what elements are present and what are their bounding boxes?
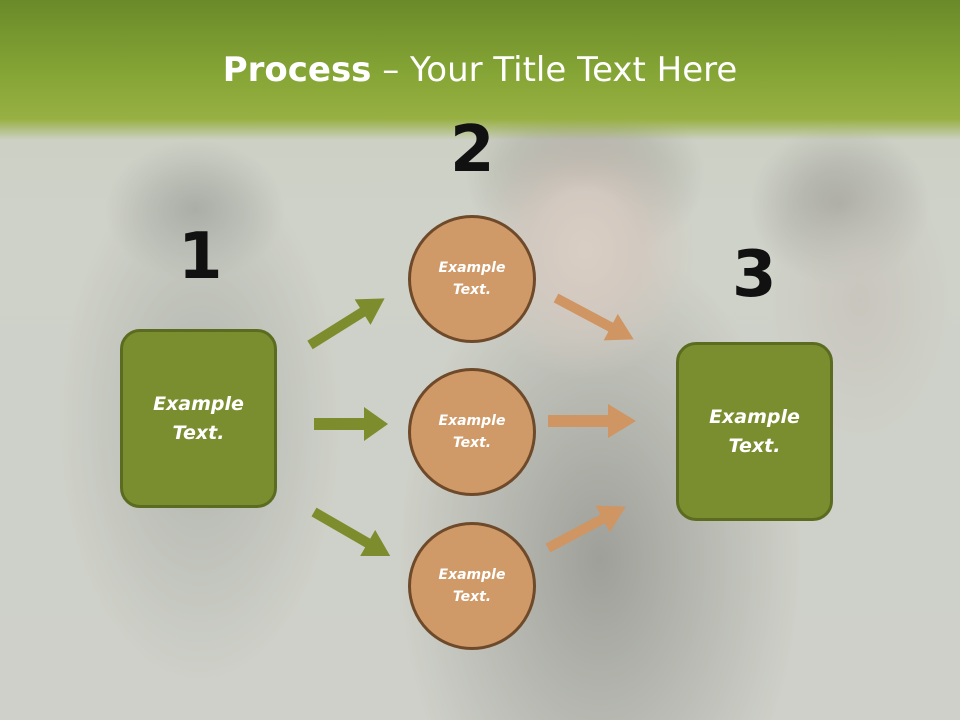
step-1-label: Example Text. bbox=[153, 393, 244, 444]
step-number-2: 2 bbox=[450, 113, 495, 187]
title-band bbox=[0, 0, 960, 140]
step-1-box: Example Text. bbox=[120, 329, 277, 508]
step-number-3: 3 bbox=[732, 238, 777, 312]
arrow-green-right bbox=[314, 407, 388, 441]
step-2-circle-bottom: Example Text. bbox=[408, 522, 536, 650]
arrow-orange-down bbox=[553, 293, 634, 341]
circle-top-label: Example Text. bbox=[438, 259, 506, 298]
step-number-1: 1 bbox=[178, 220, 223, 294]
circle-bottom-label: Example Text. bbox=[438, 566, 506, 605]
arrow-orange-up bbox=[545, 505, 626, 553]
arrow-orange-right bbox=[548, 404, 636, 438]
arrow-green-up bbox=[307, 298, 385, 350]
arrow-green-down bbox=[311, 507, 391, 556]
circle-middle-label: Example Text. bbox=[438, 412, 506, 451]
step-2-circle-middle: Example Text. bbox=[408, 368, 536, 496]
step-2-circle-top: Example Text. bbox=[408, 215, 536, 343]
title-rest: – Your Title Text Here bbox=[371, 50, 738, 90]
step-3-label: Example Text. bbox=[709, 406, 800, 457]
step-3-box: Example Text. bbox=[676, 342, 833, 521]
slide-title: Process – Your Title Text Here bbox=[0, 50, 960, 90]
title-bold: Process bbox=[222, 50, 372, 90]
